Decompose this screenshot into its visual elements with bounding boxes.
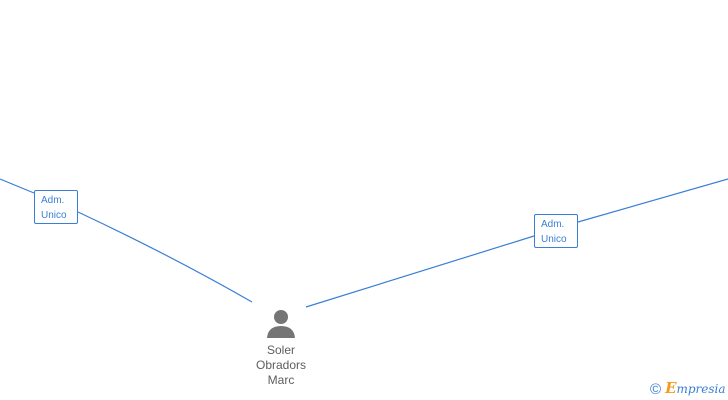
edge-line-left bbox=[0, 178, 253, 303]
edge-label-right-line1: Adm. bbox=[541, 219, 565, 230]
edge-label-right-line2: Unico bbox=[541, 234, 567, 245]
edge-label-left[interactable]: Adm. Unico bbox=[34, 190, 78, 224]
person-name: Soler Obradors Marc bbox=[236, 343, 326, 388]
brand-initial: E bbox=[665, 379, 677, 397]
edge-label-left-line1: Adm. bbox=[41, 195, 65, 206]
person-name-line1: Soler bbox=[266, 343, 295, 357]
edge-label-left-line2: Unico bbox=[41, 210, 67, 221]
edge-label-right[interactable]: Adm. Unico bbox=[534, 214, 578, 248]
person-icon bbox=[267, 310, 295, 338]
copyright-icon: © bbox=[650, 380, 662, 398]
empresia-watermark[interactable]: © Empresia bbox=[650, 379, 726, 399]
person-name-line3: Marc bbox=[267, 373, 295, 387]
brand-name: mpresia bbox=[676, 382, 726, 396]
person-name-line2: Obradors bbox=[255, 358, 307, 372]
person-node[interactable]: Soler Obradors Marc bbox=[236, 308, 326, 388]
edge-line-right bbox=[305, 178, 728, 308]
brand-logo: Empresia bbox=[665, 381, 726, 397]
